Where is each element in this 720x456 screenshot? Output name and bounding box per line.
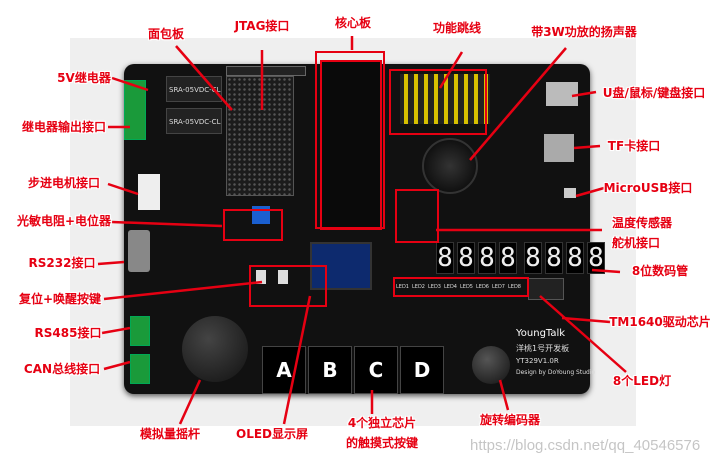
label-can: CAN总线接口: [23, 362, 101, 376]
led-label: LED4: [444, 284, 457, 290]
board-studio: Design by DoYoung Studio: [516, 369, 596, 376]
seven-segment-digit: 8: [545, 242, 563, 274]
watermark: https://blog.csdn.net/qq_40546576: [470, 437, 701, 454]
board-name: 洋桃1号开发板: [516, 344, 570, 353]
label-joystick: 模拟量摇杆: [139, 427, 201, 441]
touch-key-b: B: [308, 346, 352, 394]
relay-terminal: [124, 80, 146, 140]
tf-slot: [544, 134, 574, 162]
label-temp-sensor: 温度传感器: [611, 216, 673, 230]
led-label: LED7: [492, 284, 505, 290]
label-usb-host: U盘/鼠标/键盘接口: [602, 86, 706, 100]
led-label: LED1: [396, 284, 409, 290]
label-tm1640: TM1640驱动芯片: [609, 315, 711, 329]
breadboard: [226, 76, 294, 196]
led-label: LED3: [428, 284, 441, 290]
board-model: YT329V1.0R: [516, 357, 559, 365]
label-oled: OLED显示屏: [235, 427, 309, 441]
touch-key-c: C: [354, 346, 398, 394]
can-terminal: [130, 354, 150, 384]
rotary-encoder: [472, 346, 510, 384]
relay-2-text: SRA-05VDC-CL: [169, 118, 221, 126]
seven-segment-digit: 8: [499, 242, 517, 274]
seven-segment-digit: 8: [436, 242, 454, 274]
label-jumpers: 功能跳线: [432, 21, 482, 35]
label-rs232: RS232接口: [28, 256, 96, 270]
label-reset-wake: 复位+唤醒按键: [18, 292, 102, 306]
label-leds: 8个LED灯: [612, 374, 672, 388]
wake-button: [278, 270, 288, 284]
label-servo: 舵机接口: [611, 236, 661, 250]
micro-usb-port: [564, 188, 576, 198]
label-touch-2: 的触摸式按键: [345, 436, 419, 450]
stepper-connector: [138, 174, 160, 210]
relay-2: SRA-05VDC-CL: [166, 108, 222, 134]
label-tf-card: TF卡接口: [607, 139, 661, 153]
relay-1-text: SRA-05VDC-CL: [169, 86, 221, 94]
label-touch-1: 4个独立芯片: [347, 416, 417, 430]
db9-connector: [128, 230, 150, 272]
reset-button: [256, 270, 266, 284]
speaker: [422, 138, 478, 194]
seven-segment-digit: 8: [524, 242, 542, 274]
brand-text: YoungTalk: [516, 328, 566, 339]
label-encoder: 旋转编码器: [479, 413, 541, 427]
label-jtag: JTAG接口: [234, 19, 290, 33]
label-seg-display: 8位数码管: [631, 264, 689, 278]
led-label: LED5: [460, 284, 473, 290]
label-breadboard: 面包板: [147, 27, 185, 41]
label-relay-output: 继电器输出接口: [21, 120, 107, 134]
label-micro-usb: MicroUSB接口: [603, 181, 693, 195]
usb-a-port: [546, 82, 578, 106]
seven-segment-digit: 8: [478, 242, 496, 274]
led-label: LED8: [508, 284, 521, 290]
touch-key-d: D: [400, 346, 444, 394]
label-relay: 5V继电器: [57, 71, 111, 85]
rs485-terminal: [130, 316, 150, 346]
joystick: [182, 316, 248, 382]
jtag-header: [226, 66, 306, 76]
seven-segment-digit: 8: [457, 242, 475, 274]
jumper-block: [400, 74, 490, 124]
seven-segment-digit: 8: [587, 242, 605, 274]
label-ldr-pot: 光敏电阻+电位器: [16, 214, 112, 228]
led-label: LED2: [412, 284, 425, 290]
seven-segment-digit: 8: [566, 242, 584, 274]
label-core-board: 核心板: [334, 16, 372, 30]
label-rs485: RS485接口: [34, 326, 102, 340]
label-stepper: 步进电机接口: [27, 176, 101, 190]
led-label: LED6: [476, 284, 489, 290]
label-speaker: 带3W功放的扬声器: [531, 25, 637, 39]
core-board: [320, 60, 382, 230]
